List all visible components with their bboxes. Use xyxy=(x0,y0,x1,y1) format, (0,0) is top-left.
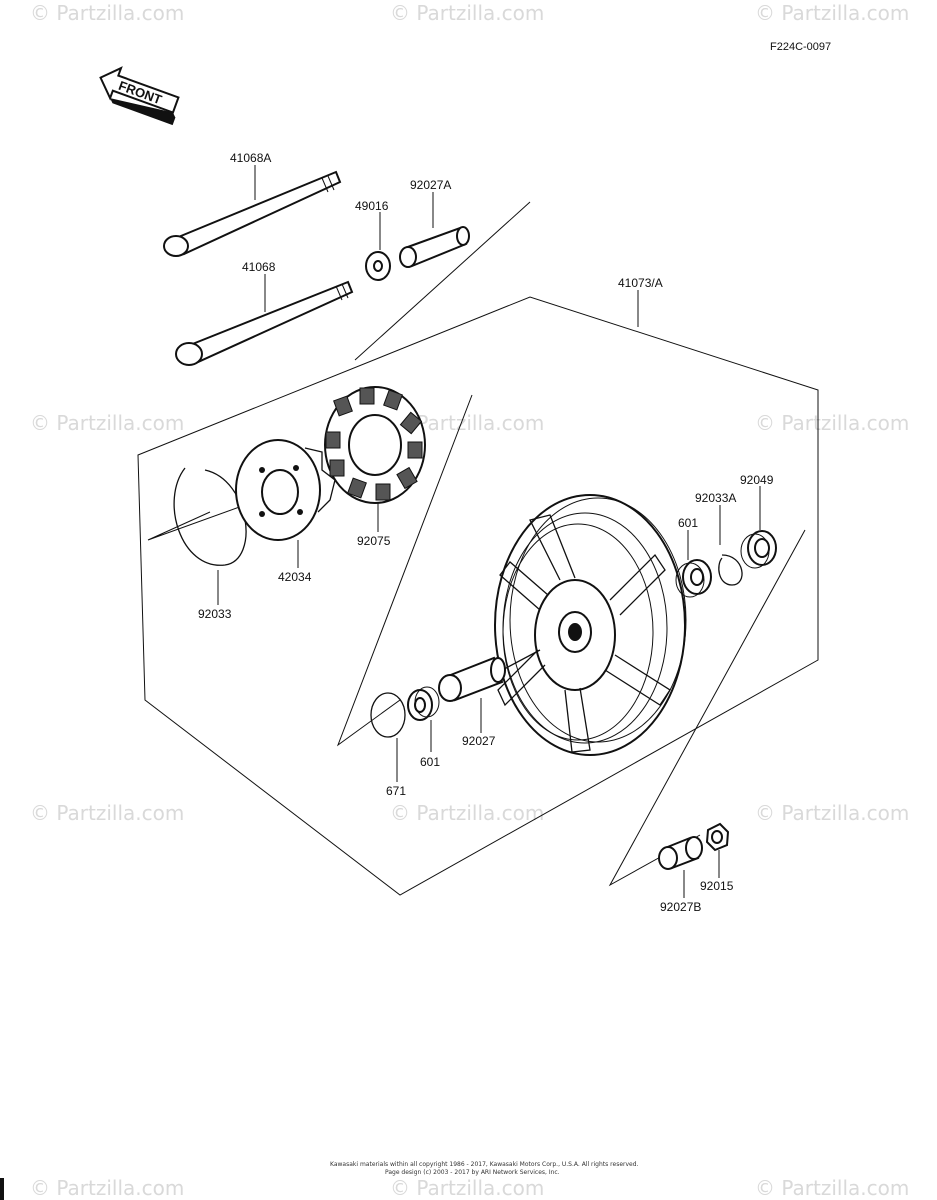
part-label-49016: 49016 xyxy=(355,199,389,213)
circlip-92033 xyxy=(173,467,247,566)
part-label-92033a: 92033A xyxy=(695,491,736,505)
part-label-41068a: 41068A xyxy=(230,151,271,165)
axle-41068a xyxy=(163,170,342,257)
part-label-42034: 42034 xyxy=(278,570,312,584)
circlip-92033a xyxy=(718,554,743,586)
part-label-92027a: 92027A xyxy=(410,178,451,192)
bearing-601-right xyxy=(675,559,712,598)
collar-92027b xyxy=(658,836,703,870)
wheel-41073a xyxy=(492,494,687,756)
axle-41068 xyxy=(175,280,354,366)
watermark: © Partzilla.com xyxy=(30,1176,184,1200)
damper-92075 xyxy=(324,386,426,504)
bracket-hub xyxy=(336,394,473,747)
watermark: © Partzilla.com xyxy=(390,801,544,825)
watermark: © Partzilla.com xyxy=(755,411,909,435)
diagram-code: F224C-0097 xyxy=(770,41,831,53)
part-label-41068: 41068 xyxy=(242,260,276,274)
oil-seal-92049 xyxy=(740,530,777,569)
watermark: © Partzilla.com xyxy=(755,1,909,25)
collar-92027a xyxy=(399,226,470,268)
watermark: © Partzilla.com xyxy=(755,801,909,825)
part-label-41073a: 41073/A xyxy=(618,276,663,290)
circlip-671 xyxy=(370,692,406,738)
washer-49016 xyxy=(365,251,391,281)
watermark: © Partzilla.com xyxy=(30,1,184,25)
part-label-92075: 92075 xyxy=(357,534,391,548)
part-label-601-left: 601 xyxy=(420,755,440,769)
collar-92027 xyxy=(438,656,506,702)
watermark: © Partzilla.com xyxy=(390,1176,544,1200)
part-label-92015: 92015 xyxy=(700,879,734,893)
part-label-92033: 92033 xyxy=(198,607,232,621)
front-arrow-icon: FRONT xyxy=(99,66,180,126)
watermark-layer: © Partzilla.com © Partzilla.com © Partzi… xyxy=(30,1,909,1200)
part-labels: 41068A 49016 92027A 41068 41073/A 42034 … xyxy=(198,151,774,914)
part-label-92049: 92049 xyxy=(740,473,774,487)
nut-92015 xyxy=(705,822,730,852)
wheel-assembly-outline xyxy=(137,296,819,896)
bracket-92033 xyxy=(147,504,246,541)
bracket-axle xyxy=(354,201,531,361)
watermark: © Partzilla.com xyxy=(755,1176,909,1200)
footer-page-design: Page design (c) 2003 - 2017 by ARI Netwo… xyxy=(385,1169,560,1176)
leader-lines xyxy=(217,165,761,898)
watermark: © Partzilla.com xyxy=(30,801,184,825)
part-label-671: 671 xyxy=(386,784,406,798)
left-edge-mark xyxy=(0,1178,4,1200)
coupling-42034 xyxy=(235,439,336,541)
part-label-92027b: 92027B xyxy=(660,900,701,914)
footer-copyright: Kawasaki materials within all copyright … xyxy=(330,1161,639,1168)
part-label-92027: 92027 xyxy=(462,734,496,748)
watermark: © Partzilla.com xyxy=(390,1,544,25)
bearing-601-left xyxy=(407,686,440,721)
watermark: © Partzilla.com xyxy=(30,411,184,435)
part-label-601-right: 601 xyxy=(678,516,698,530)
